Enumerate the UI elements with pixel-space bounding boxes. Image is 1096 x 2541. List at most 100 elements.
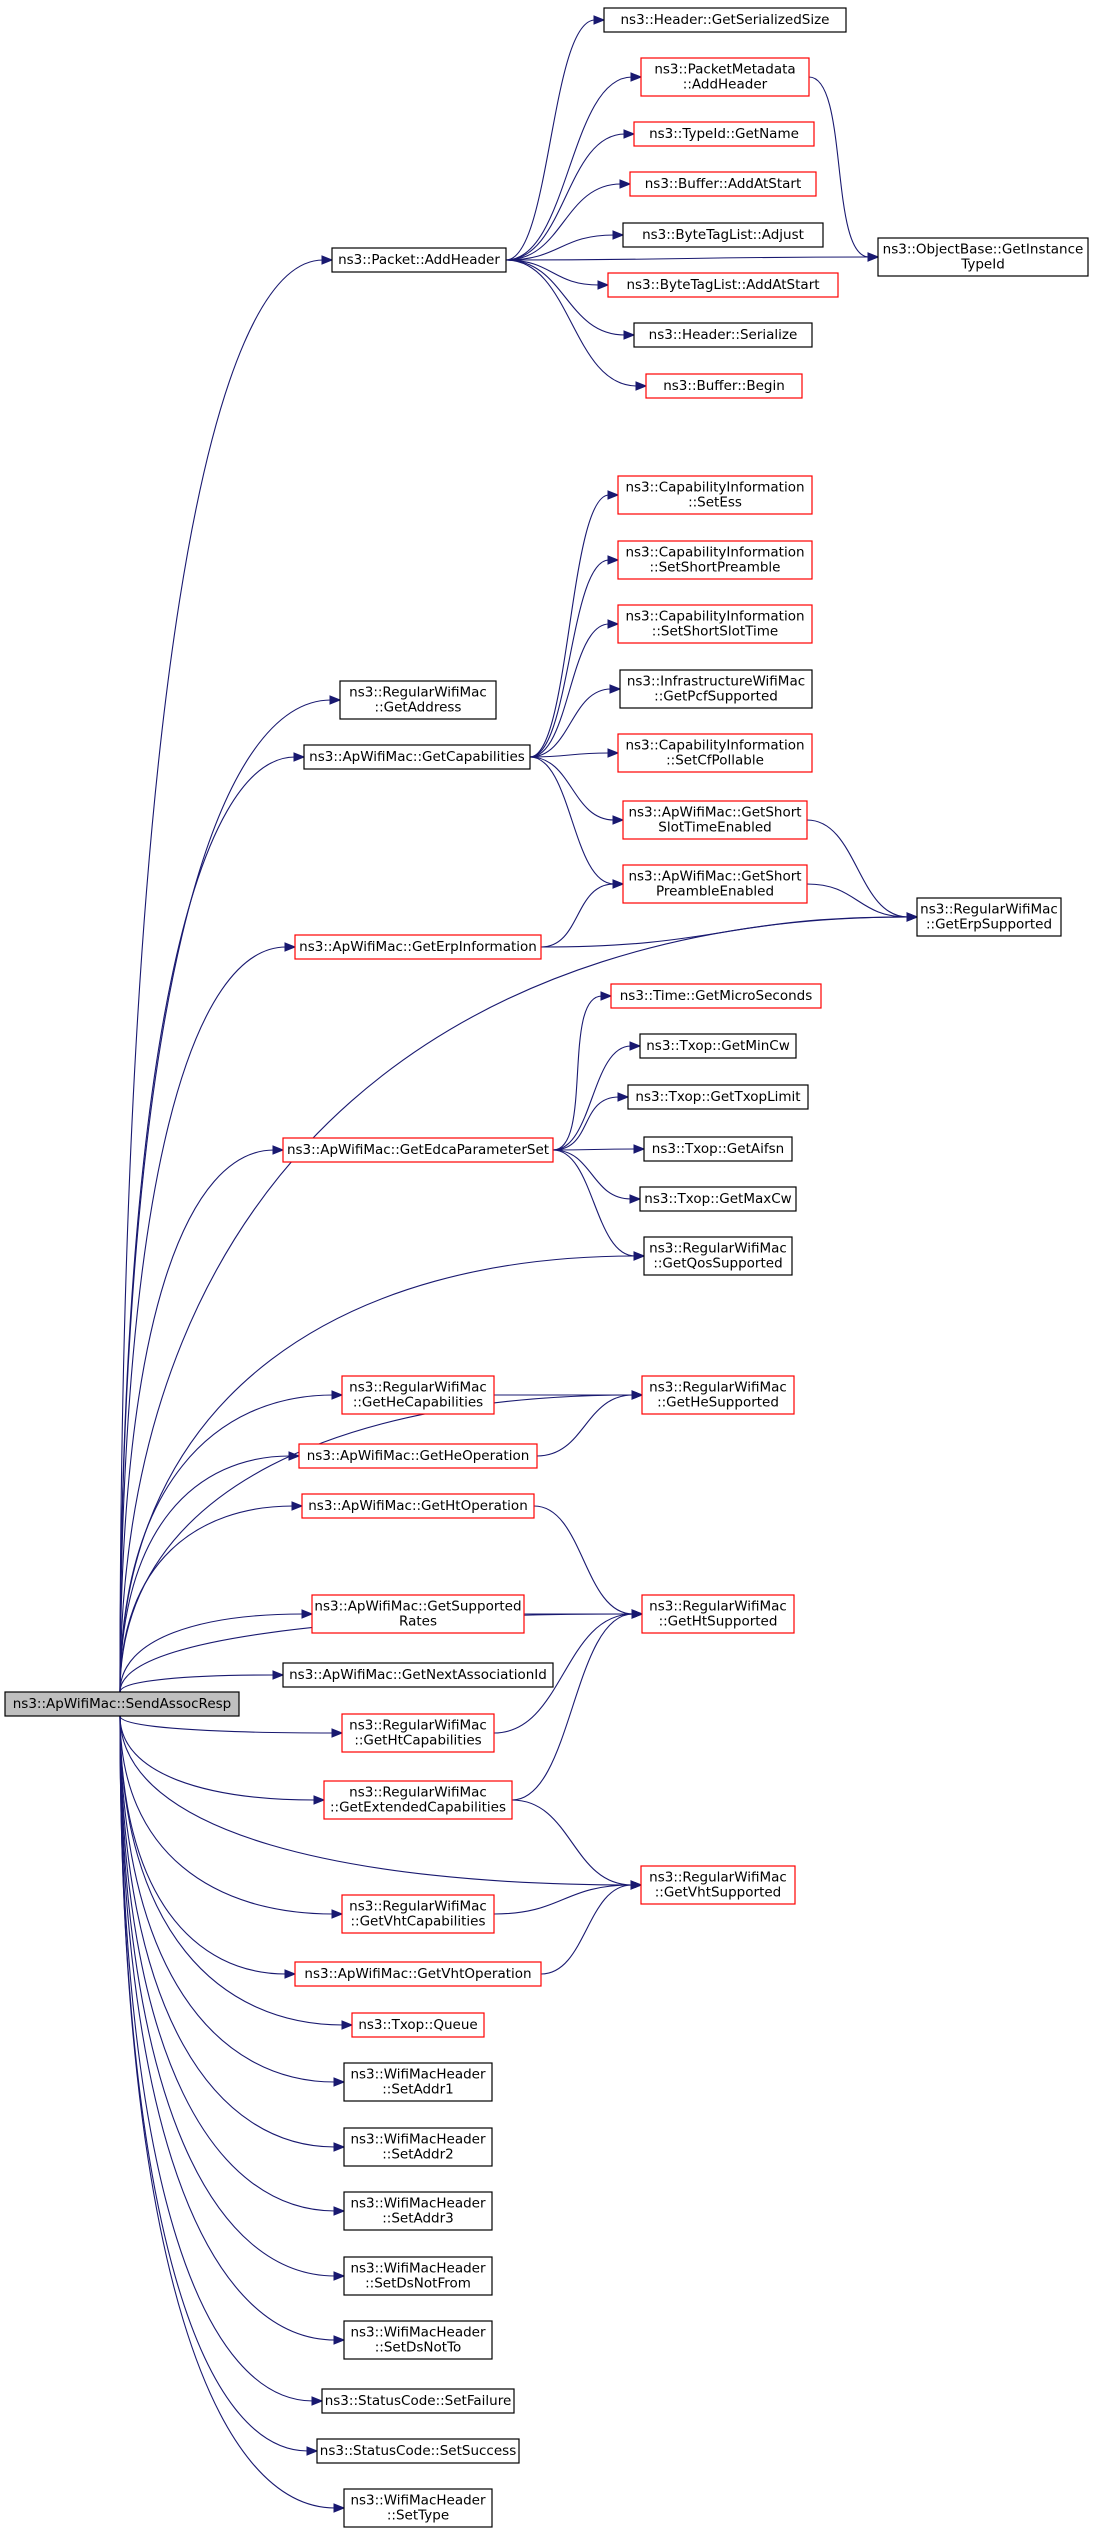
node-box [343, 2256, 493, 2296]
node-root[interactable]: ns3::ApWifiMac::SendAssocResp [4, 1691, 240, 1717]
arrowhead [630, 72, 643, 82]
node-type-id-get-name[interactable]: ns3::TypeId::GetName [633, 121, 815, 147]
node-set-addr1[interactable]: ns3::WifiMacHeader::SetAddr1 [343, 2062, 493, 2102]
node-get-address[interactable]: ns3::RegularWifiMac::GetAddress [339, 680, 497, 720]
arrowhead [635, 381, 648, 391]
node-box [617, 475, 813, 515]
edge-root-to-get-he-caps [119, 1390, 344, 1693]
node-label: ns3::ApWifiMac::GetShort [628, 805, 801, 821]
arrowhead [272, 1670, 285, 1680]
node-get-next-aid[interactable]: ns3::ApWifiMac::GetNextAssociationId [282, 1662, 554, 1688]
node-get-he-op[interactable]: ns3::ApWifiMac::GetHeOperation [298, 1443, 538, 1469]
edge-get-caps-to-ci-set-short-slot [529, 619, 620, 758]
node-set-ds-not-from[interactable]: ns3::WifiMacHeader::SetDsNotFrom [343, 2256, 493, 2296]
node-txop-limit[interactable]: ns3::Txop::GetTxopLimit [627, 1084, 809, 1110]
edge-get-edca-to-txop-limit [552, 1092, 630, 1151]
node-get-erp-sup[interactable]: ns3::RegularWifiMac::GetErpSupported [916, 897, 1062, 937]
node-hdr-serialize[interactable]: ns3::Header::Serialize [633, 322, 813, 348]
node-label: ns3::ApWifiMac::GetVhtOperation [304, 1966, 531, 1982]
arrowhead [311, 2396, 324, 2406]
node-label: ns3::WifiMacHeader [350, 2132, 486, 2148]
node-box [343, 2488, 493, 2528]
node-label: ::SetShortPreamble [649, 560, 780, 576]
node-ci-set-short-slot[interactable]: ns3::CapabilityInformation::SetShortSlot… [617, 604, 813, 644]
node-txop-queue[interactable]: ns3::Txop::Queue [351, 2012, 485, 2038]
node-get-ht-caps[interactable]: ns3::RegularWifiMac::GetHtCapabilities [341, 1713, 495, 1753]
node-label: ns3::WifiMacHeader [350, 2261, 486, 2277]
node-get-edca[interactable]: ns3::ApWifiMac::GetEdcaParameterSet [282, 1137, 554, 1163]
node-box [298, 1443, 538, 1469]
node-sc-set-success[interactable]: ns3::StatusCode::SetSuccess [316, 2438, 520, 2464]
node-label: ns3::ApWifiMac::GetHeOperation [307, 1448, 530, 1464]
edge-root-to-get-next-aid [119, 1670, 285, 1693]
node-label: ns3::TypeId::GetName [649, 126, 799, 142]
node-get-vht-op[interactable]: ns3::ApWifiMac::GetVhtOperation [294, 1961, 542, 1987]
arrowhead [291, 1501, 304, 1511]
node-txop-min-cw[interactable]: ns3::Txop::GetMinCw [639, 1033, 797, 1059]
node-set-addr2[interactable]: ns3::WifiMacHeader::SetAddr2 [343, 2127, 493, 2167]
node-label: ns3::PacketMetadata [654, 62, 795, 78]
arrowhead [331, 1909, 344, 1919]
node-box [640, 1865, 796, 1905]
node-add-header[interactable]: ns3::Packet::AddHeader [331, 247, 507, 273]
node-txop-aifsn[interactable]: ns3::Txop::GetAifsn [643, 1136, 793, 1162]
node-get-qos-sup[interactable]: ns3::RegularWifiMac::GetQosSupported [643, 1236, 793, 1276]
node-btl-add-at-start[interactable]: ns3::ByteTagList::AddAtStart [607, 272, 839, 298]
node-label: ns3::ApWifiMac::GetNextAssociationId [289, 1667, 547, 1683]
arrowhead [313, 1795, 326, 1805]
node-set-addr3[interactable]: ns3::WifiMacHeader::SetAddr3 [343, 2191, 493, 2231]
node-label: ns3::ApWifiMac::GetErpInformation [299, 939, 537, 955]
node-btl-adjust[interactable]: ns3::ByteTagList::Adjust [622, 222, 824, 248]
arrowhead [612, 879, 625, 889]
node-box [617, 733, 813, 773]
arrowhead [609, 684, 622, 694]
node-time-micro[interactable]: ns3::Time::GetMicroSeconds [610, 983, 822, 1009]
node-set-ds-not-to[interactable]: ns3::WifiMacHeader::SetDsNotTo [343, 2320, 493, 2360]
node-get-he-sup[interactable]: ns3::RegularWifiMac::GetHeSupported [641, 1375, 795, 1415]
arrowhead [333, 2271, 346, 2281]
node-get-erp-info[interactable]: ns3::ApWifiMac::GetErpInformation [294, 934, 542, 960]
node-label: ::GetVhtCapabilities [351, 1914, 486, 1930]
node-get-he-caps[interactable]: ns3::RegularWifiMac::GetHeCapabilities [341, 1375, 495, 1415]
node-box [303, 744, 531, 770]
node-ci-set-short-pre[interactable]: ns3::CapabilityInformation::SetShortPrea… [617, 540, 813, 580]
node-get-ht-op[interactable]: ns3::ApWifiMac::GetHtOperation [301, 1493, 535, 1519]
arrowhead [329, 695, 342, 705]
edge-pm-add-header-to-obj-get-inst-tid [808, 76, 880, 262]
node-buf-add-at-start[interactable]: ns3::Buffer::AddAtStart [629, 171, 817, 197]
arrowhead [333, 2142, 346, 2152]
edge-get-he-caps-to-get-he-sup [494, 1390, 644, 1400]
node-box [627, 1084, 809, 1110]
node-pm-add-header[interactable]: ns3::PacketMetadata::AddHeader [640, 57, 810, 97]
edge-get-vht-caps-to-get-vht-sup [493, 1880, 643, 1915]
node-get-ext-caps[interactable]: ns3::RegularWifiMac::GetExtendedCapabili… [323, 1780, 513, 1820]
node-get-caps[interactable]: ns3::ApWifiMac::GetCapabilities [303, 744, 531, 770]
arrowhead [284, 1969, 297, 1979]
node-sc-set-failure[interactable]: ns3::StatusCode::SetFailure [321, 2388, 515, 2414]
edge-add-header-to-get-ser-size [505, 15, 606, 261]
node-buf-begin[interactable]: ns3::Buffer::Begin [645, 373, 803, 399]
node-get-vht-sup[interactable]: ns3::RegularWifiMac::GetVhtSupported [640, 1865, 796, 1905]
edge-get-short-pre-en-to-get-erp-sup [806, 883, 919, 922]
node-label: ::GetHeSupported [657, 1395, 779, 1411]
edge-add-header-to-btl-add-at-start [505, 259, 610, 290]
edge-root-to-get-caps [119, 752, 306, 1693]
edge-add-header-to-buf-add-at-start [505, 179, 632, 261]
node-get-vht-caps[interactable]: ns3::RegularWifiMac::GetVhtCapabilities [341, 1894, 495, 1934]
node-ci-set-cf-poll[interactable]: ns3::CapabilityInformation::SetCfPollabl… [617, 733, 813, 773]
node-get-ht-sup[interactable]: ns3::RegularWifiMac::GetHtSupported [641, 1594, 795, 1634]
arrowhead [607, 555, 620, 565]
node-ci-set-ess[interactable]: ns3::CapabilityInformation::SetEss [617, 475, 813, 515]
node-label: ns3::RegularWifiMac [649, 1241, 787, 1257]
node-label: ::SetAddr2 [382, 2147, 454, 2163]
node-txop-max-cw[interactable]: ns3::Txop::GetMaxCw [639, 1186, 797, 1212]
node-label: ::SetCfPollable [666, 753, 764, 769]
edge-root-to-get-vht-caps [119, 1715, 344, 1919]
node-set-type[interactable]: ns3::WifiMacHeader::SetType [343, 2488, 493, 2528]
node-infra-get-pcf[interactable]: ns3::InfrastructureWifiMac::GetPcfSuppor… [619, 669, 813, 709]
node-get-ser-size[interactable]: ns3::Header::GetSerializedSize [603, 7, 847, 33]
